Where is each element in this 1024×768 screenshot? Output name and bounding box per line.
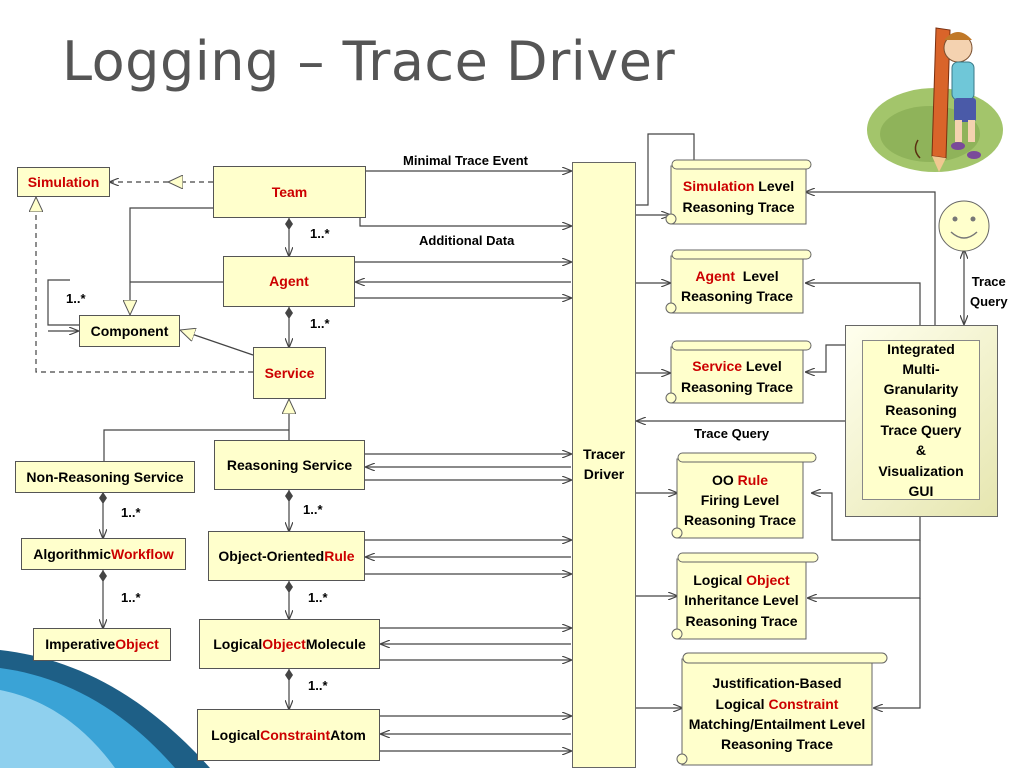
gui-box: Integrated Multi- Granularity Reasoning … — [862, 340, 980, 500]
agent-trace-highlight: Agent — [695, 267, 736, 284]
multiplicity-label: 1..* — [303, 502, 323, 517]
oo-rule-text: Object-Oriented — [218, 547, 325, 564]
imperative-object-box: Imperative Object — [33, 628, 171, 661]
gui-line: Visualization — [878, 462, 964, 479]
team-box: Team — [213, 166, 366, 218]
rule-trace-line-2: Firing Level — [700, 491, 780, 508]
rule-trace-highlight: Rule — [737, 471, 768, 488]
gui-line: & — [915, 442, 927, 459]
constraint-trace-line-4: Reasoning Trace — [720, 736, 834, 753]
constraint-trace-highlight: Constraint — [768, 695, 839, 712]
service-trace-highlight: Service — [692, 358, 743, 375]
rule-trace-text: OO — [711, 471, 738, 488]
additional-data-label: Additional Data — [419, 233, 515, 248]
multiplicity-label: 1..* — [310, 316, 330, 331]
non-reasoning-service-box: Non-Reasoning Service — [15, 461, 195, 493]
gui-line: Integrated — [887, 340, 955, 357]
gui-line: Reasoning — [885, 401, 957, 418]
user-smiley-icon — [938, 200, 990, 252]
user-trace-query-label: Trace Query — [970, 272, 1008, 311]
constraint-atom-text-1: Logical — [211, 726, 261, 743]
gui-line: GUI — [908, 482, 934, 499]
constraint-trace-line-3: Matching/Entailment Level — [688, 716, 866, 732]
tracer-driver-line-2: Driver — [583, 466, 625, 482]
service-trace-line-2: Reasoning Trace — [680, 378, 794, 395]
user-trace-query-line-1: Trace — [971, 274, 1006, 289]
gui-line: Trace Query — [880, 422, 962, 438]
simulation-trace-text: Level — [754, 178, 795, 195]
object-molecule-highlight: Object — [262, 635, 306, 652]
object-molecule-text-2: Molecule — [305, 635, 366, 652]
multiplicity-label: 1..* — [121, 505, 141, 520]
oo-rule-highlight: Rule — [324, 547, 355, 564]
user-trace-query-line-2: Query — [970, 293, 1008, 309]
constraint-trace-line-1: Justification-Based — [712, 675, 842, 692]
boy-with-pencil-icon — [867, 27, 1003, 172]
algorithmic-workflow-highlight: Workflow — [111, 545, 174, 562]
constraint-atom-highlight: Constraint — [260, 726, 331, 743]
minimal-trace-event-label: Minimal Trace Event — [403, 153, 528, 168]
constraint-trace-text: Logical — [715, 695, 769, 712]
agent-box: Agent — [223, 256, 355, 307]
trace-query-label: Trace Query — [694, 426, 770, 441]
gui-line: Multi- — [902, 361, 940, 378]
object-trace: Logical Object Inheritance Level Reasoni… — [677, 562, 806, 639]
page-title: Logging – Trace Driver — [62, 30, 676, 93]
object-molecule-box: Logical Object Molecule — [199, 619, 380, 669]
algorithmic-workflow-box: Algorithmic Workflow — [21, 538, 186, 570]
constraint-atom-box: Logical Constraint Atom — [197, 709, 380, 761]
service-trace: Service Level Reasoning Trace — [671, 350, 803, 403]
multiplicity-label: 1..* — [310, 226, 330, 241]
simulation-trace-highlight: Simulation — [682, 178, 755, 195]
object-trace-text: Logical — [693, 572, 747, 589]
object-trace-line-3: Reasoning Trace — [685, 612, 798, 629]
multiplicity-label: 1..* — [121, 590, 141, 605]
reasoning-service-box: Reasoning Service — [214, 440, 365, 490]
component-box: Component — [79, 315, 180, 347]
agent-trace-text: Level — [735, 267, 779, 284]
simulation-trace-line-2: Reasoning Trace — [682, 198, 795, 215]
agent-trace: Agent Level Reasoning Trace — [671, 259, 803, 313]
service-box: Service — [253, 347, 326, 399]
corner-swoosh — [0, 650, 210, 768]
tracer-driver-box: Tracer Driver — [572, 162, 636, 768]
object-trace-highlight: Object — [746, 572, 790, 589]
simulation-box: Simulation — [17, 167, 110, 197]
constraint-trace: Justification-Based Logical Constraint M… — [682, 663, 872, 765]
simulation-trace: Simulation Level Reasoning Trace — [671, 169, 806, 224]
rule-trace: OO Rule Firing Level Reasoning Trace — [677, 462, 803, 538]
trace-scrolls — [665, 159, 888, 766]
multiplicity-label: 1..* — [308, 590, 328, 605]
service-trace-text: Level — [742, 358, 782, 375]
tracer-driver-line-1: Tracer — [582, 446, 626, 463]
rule-trace-line-3: Reasoning Trace — [683, 512, 797, 529]
multiplicity-label: 1..* — [66, 291, 86, 306]
algorithmic-workflow-text: Algorithmic — [33, 545, 112, 562]
multiplicity-label: 1..* — [308, 678, 328, 693]
object-molecule-text-1: Logical — [213, 635, 263, 652]
gui-line: Granularity — [883, 381, 959, 398]
object-trace-line-2: Inheritance Level — [684, 592, 799, 609]
imperative-object-highlight: Object — [115, 636, 159, 653]
constraint-atom-text-2: Atom — [330, 726, 366, 743]
imperative-object-text: Imperative — [45, 636, 116, 653]
oo-rule-box: Object-Oriented Rule — [208, 531, 365, 581]
agent-trace-line-2: Reasoning Trace — [680, 288, 794, 304]
